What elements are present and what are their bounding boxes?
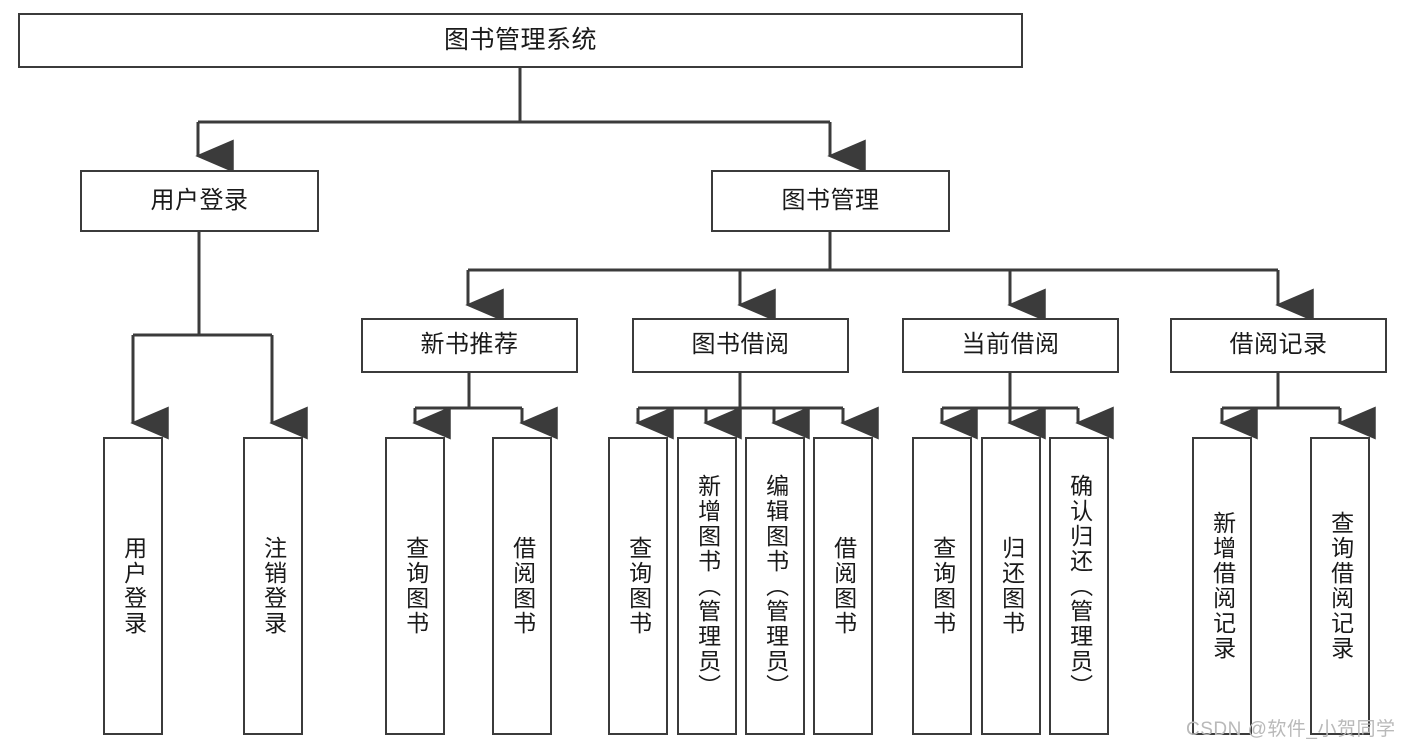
leaf-user-login[interactable]: 用户登录: [103, 437, 163, 735]
leaf-query-book-borrow[interactable]: 查询图书: [608, 437, 668, 735]
node-label: 新增借阅记录: [1209, 511, 1236, 661]
leaf-confirm-return-admin[interactable]: 确认归还（管理员）: [1049, 437, 1109, 735]
node-label: 归还图书: [998, 536, 1025, 636]
node-label: 图书借阅: [691, 331, 790, 359]
node-label: 新增图书（管理员）: [694, 473, 721, 699]
leaf-add-borrow-record[interactable]: 新增借阅记录: [1192, 437, 1252, 735]
node-label: 确认归还（管理员）: [1066, 473, 1093, 699]
leaf-query-book-recommend[interactable]: 查询图书: [385, 437, 445, 735]
leaf-borrow-book-recommend[interactable]: 借阅图书: [492, 437, 552, 735]
csdn-watermark: CSDN @软件_小贺同学: [1186, 719, 1396, 740]
leaf-logout-login[interactable]: 注销登录: [243, 437, 303, 735]
node-label: 编辑图书（管理员）: [762, 473, 789, 699]
node-label: 图书管理系统: [443, 25, 597, 54]
node-label: 注销登录: [260, 536, 287, 636]
node-user-login[interactable]: 用户登录: [80, 170, 319, 232]
node-label: 借阅记录: [1229, 331, 1328, 359]
node-label: 查询借阅记录: [1327, 511, 1354, 661]
node-book-borrow[interactable]: 图书借阅: [632, 318, 849, 373]
node-book-management[interactable]: 图书管理: [711, 170, 950, 232]
leaf-add-book-admin[interactable]: 新增图书（管理员）: [677, 437, 737, 735]
node-label: 借阅图书: [509, 536, 536, 636]
node-label: 查询图书: [402, 536, 429, 636]
node-new-book-recommend[interactable]: 新书推荐: [361, 318, 578, 373]
node-label: 查询图书: [625, 536, 652, 636]
leaf-edit-book-admin[interactable]: 编辑图书（管理员）: [745, 437, 805, 735]
node-label: 图书管理: [781, 186, 880, 214]
node-book-management-system[interactable]: 图书管理系统: [18, 13, 1023, 68]
node-label: 用户登录: [150, 186, 249, 214]
node-label: 用户登录: [120, 536, 147, 636]
leaf-query-book-current[interactable]: 查询图书: [912, 437, 972, 735]
node-borrow-record[interactable]: 借阅记录: [1170, 318, 1387, 373]
node-label: 新书推荐: [420, 331, 519, 359]
node-label: 借阅图书: [830, 536, 857, 636]
node-current-borrow[interactable]: 当前借阅: [902, 318, 1119, 373]
leaf-query-borrow-record[interactable]: 查询借阅记录: [1310, 437, 1370, 735]
node-label: 当前借阅: [961, 331, 1060, 359]
leaf-return-book[interactable]: 归还图书: [981, 437, 1041, 735]
node-label: 查询图书: [929, 536, 956, 636]
leaf-borrow-book[interactable]: 借阅图书: [813, 437, 873, 735]
